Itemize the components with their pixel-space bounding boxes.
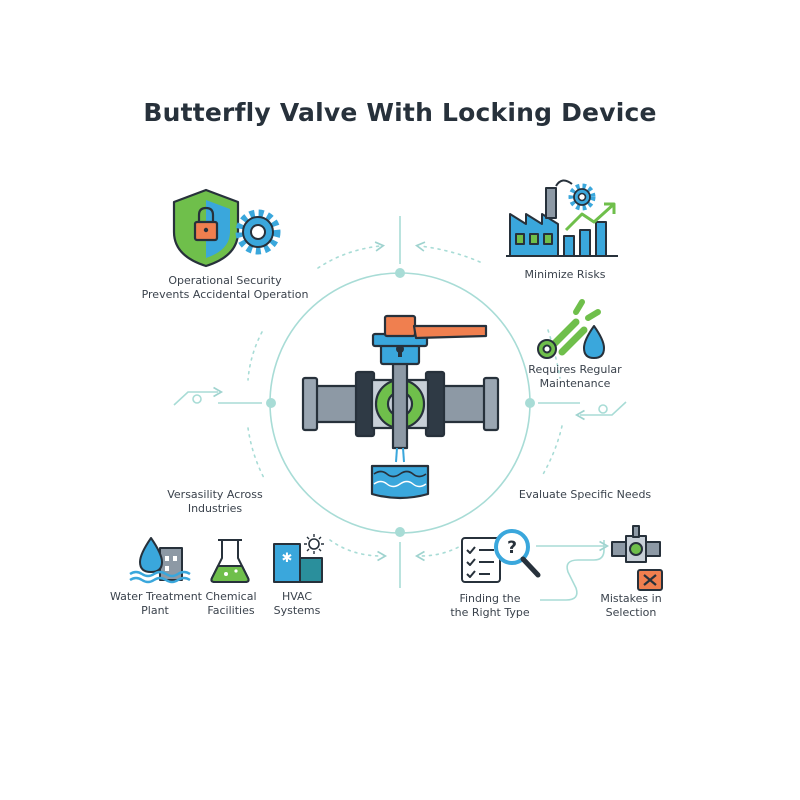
factory-icon xyxy=(506,179,618,257)
growth-chart-icon xyxy=(563,202,616,257)
industry-hvac-line1: HVAC xyxy=(281,590,313,603)
security-label-line2: Prevents Accidental Operation xyxy=(141,288,309,301)
industry-water-label: Water Treatment Plant xyxy=(110,590,202,618)
needs-label: Evaluate Specific Needs xyxy=(500,488,670,502)
mistakes-label: Mistakes in Selection xyxy=(586,592,676,620)
side-connector-right xyxy=(574,401,627,421)
mistakes-label-line1: Mistakes in xyxy=(600,592,662,605)
security-label-line1: Operational Security xyxy=(168,274,282,287)
industry-water-line1: Water Treatment xyxy=(110,590,202,603)
dotted-connectors xyxy=(247,241,563,562)
versatility-label-line1: Versasility Across xyxy=(167,488,263,501)
valve-error-icon xyxy=(611,525,663,591)
versatility-label: Versasility Across Industries xyxy=(140,488,290,516)
needs-label-line1: Evaluate Specific Needs xyxy=(518,488,652,501)
gear-icon xyxy=(235,209,281,255)
page-title: Butterfly Valve With Locking Device xyxy=(143,98,657,127)
selection-path-connector xyxy=(536,540,610,601)
svg-text:✱: ✱ xyxy=(282,551,293,566)
industry-chemical-label: Chemical Facilities xyxy=(196,590,266,618)
flask-icon xyxy=(210,539,250,583)
mistakes-label-line2: Selection xyxy=(605,606,657,619)
risks-label-line1: Minimize Risks xyxy=(524,268,606,281)
wrench-droplet-icon xyxy=(537,299,605,359)
svg-text:?: ? xyxy=(507,538,517,558)
maintenance-label-line1: Requires Regular xyxy=(528,363,622,376)
industry-hvac-line2: Systems xyxy=(273,604,321,617)
risks-label: Minimize Risks xyxy=(500,268,630,282)
side-connector-left xyxy=(173,386,224,406)
industry-hvac-label: HVAC Systems xyxy=(262,590,332,618)
industry-water-line2: Plant xyxy=(141,604,169,617)
industry-chemical-line2: Facilities xyxy=(207,604,255,617)
checklist-magnifier-icon: ? xyxy=(461,529,541,583)
finding-label-line1: Finding the xyxy=(459,592,521,605)
hvac-building-icon: ✱ xyxy=(273,534,324,583)
finding-label-line2: the Right Type xyxy=(450,606,530,619)
finding-label: Finding the the Right Type xyxy=(440,592,540,620)
small-gear-icon xyxy=(568,183,596,211)
butterfly-valve-icon xyxy=(301,314,500,500)
shield-lock-icon xyxy=(172,188,240,268)
maintenance-label: Requires Regular Maintenance xyxy=(510,363,640,391)
industry-chemical-line1: Chemical xyxy=(205,590,257,603)
versatility-label-line2: Industries xyxy=(187,502,243,515)
maintenance-label-line2: Maintenance xyxy=(539,377,611,390)
central-ring xyxy=(218,216,580,588)
security-label: Operational Security Prevents Accidental… xyxy=(120,274,330,302)
water-plant-icon xyxy=(129,537,191,584)
